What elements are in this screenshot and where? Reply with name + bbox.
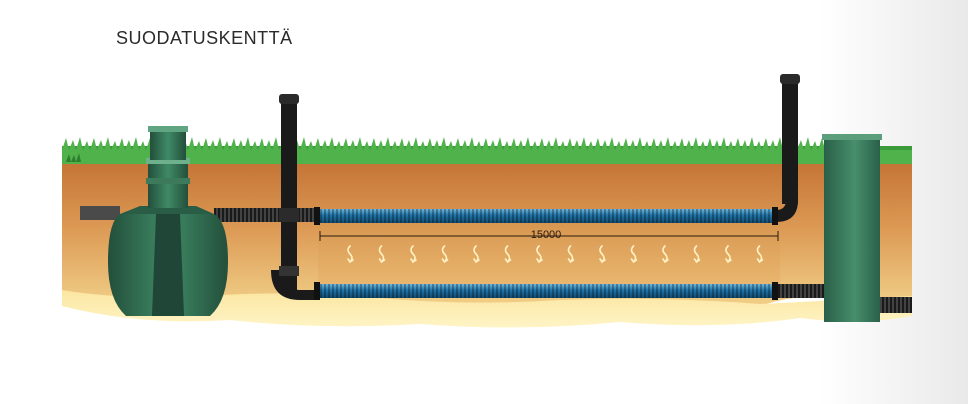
flow-arrow-icon: [378, 245, 386, 264]
septic-tank-icon: [108, 126, 228, 316]
flow-arrow-icon: [473, 245, 480, 264]
outlet-pipe: [778, 284, 912, 313]
upper-distribution-pipe: [314, 207, 778, 225]
flow-arrow-icon: [504, 245, 512, 264]
flow-arrow-icon: [756, 245, 764, 264]
lower-collection-pipe: [314, 282, 778, 300]
flow-arrow-icon: [693, 245, 701, 264]
flow-arrows: [347, 245, 764, 264]
flow-arrow-icon: [725, 245, 732, 264]
dimension-label: 15000: [530, 229, 562, 241]
flow-arrow-icon: [347, 245, 354, 264]
flow-arrow-icon: [536, 245, 543, 264]
page-title: SUODATUSKENTTÄ: [116, 28, 293, 48]
flow-arrow-icon: [567, 245, 575, 264]
filter-bed: [318, 222, 780, 286]
sand-layer: [62, 290, 912, 328]
flow-arrow-icon: [630, 245, 638, 264]
flow-arrow-icon: [662, 245, 669, 264]
flow-arrow-icon: [441, 245, 449, 264]
grass-layer: [62, 137, 912, 164]
flow-arrow-icon: [410, 245, 417, 264]
distribution-well-icon: [822, 134, 882, 322]
flow-arrow-icon: [599, 245, 606, 264]
left-riser-pipe: [271, 94, 318, 300]
dimension-line: [319, 231, 779, 241]
tank-stub-pipe: [80, 206, 120, 220]
